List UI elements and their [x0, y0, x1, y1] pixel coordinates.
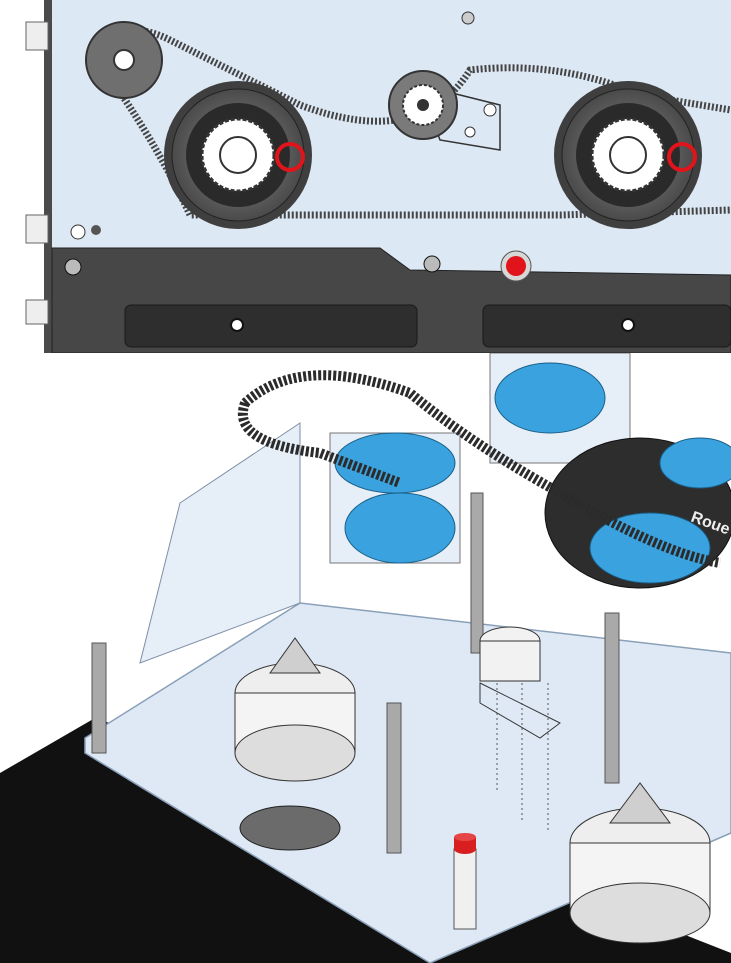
drive-pulley-left: [164, 81, 312, 229]
bevel-gear-pulley-left: [234, 637, 356, 782]
roller-module-left: [329, 432, 461, 564]
timing-belt-lower: [112, 83, 731, 219]
screw: [70, 224, 86, 240]
base-flange: [239, 805, 341, 851]
frame-bracket: [25, 21, 49, 51]
vertical-bracket: [139, 422, 301, 664]
standoff: [386, 702, 402, 854]
bevel-gear-pulley-right: [569, 782, 711, 944]
idler-hub: [113, 49, 135, 71]
hex-nut: [461, 11, 475, 25]
screw: [91, 225, 101, 235]
exploded-tensioner: [479, 626, 561, 833]
left-frame: [44, 0, 52, 353]
highlight-marker-left: [275, 142, 305, 172]
hex-nut: [64, 258, 82, 276]
omni-wheel: Roue: [544, 437, 731, 589]
red-button: [506, 256, 526, 276]
top-view-drawing: [0, 0, 731, 353]
standoff: [91, 642, 107, 754]
tensioner-pulley: [388, 70, 501, 151]
iso-view-drawing: Roue: [0, 353, 731, 963]
standoff: [470, 492, 484, 654]
frame-bracket: [25, 299, 49, 325]
drive-pulley-right: [554, 81, 702, 229]
screw: [621, 318, 635, 332]
highlight-marker-right: [667, 142, 697, 172]
iso-view-svg: Roue: [0, 353, 731, 963]
red-cap-pin: [453, 833, 477, 930]
housing-panel-left: [124, 304, 418, 348]
belt-loop: [238, 370, 721, 568]
housing-panel-right: [482, 304, 731, 348]
standoff: [604, 612, 620, 784]
screw: [230, 318, 244, 332]
hex-nut: [423, 255, 441, 273]
frame-bracket: [25, 214, 49, 244]
top-view-svg: [25, 0, 731, 353]
